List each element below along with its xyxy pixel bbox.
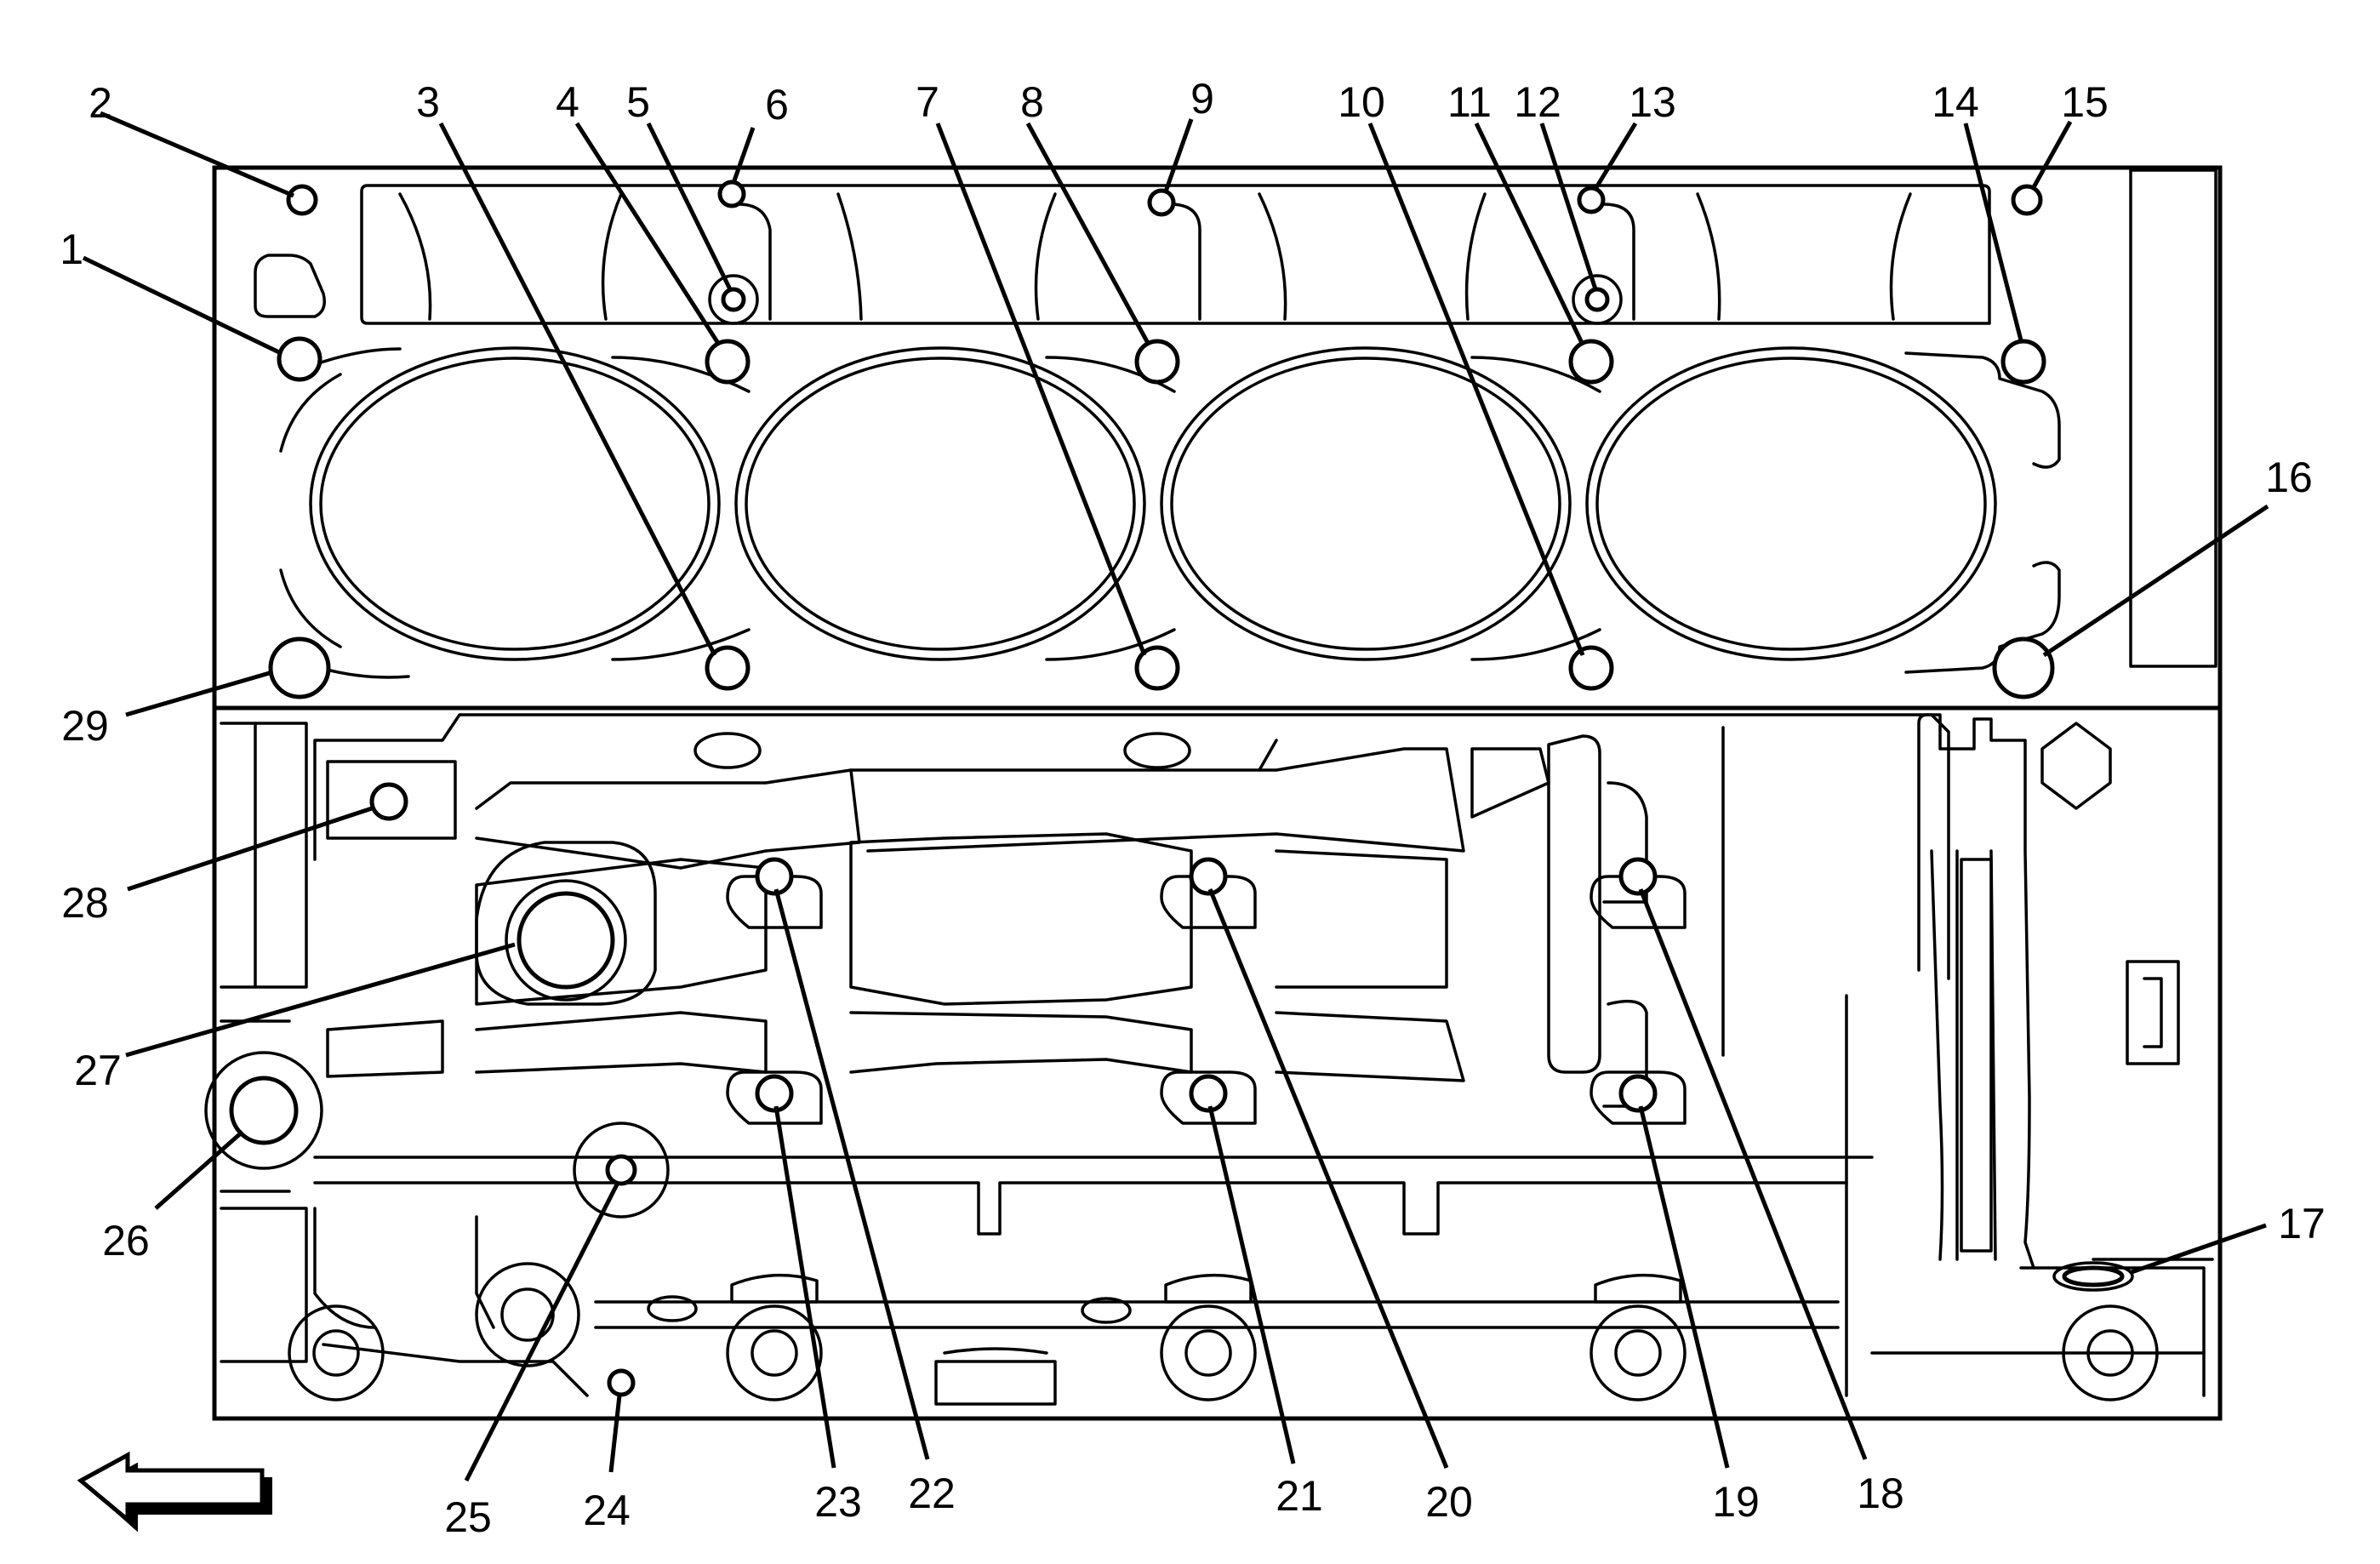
hole-14 <box>2000 339 2046 385</box>
hole-25-boss <box>573 1122 670 1219</box>
hole-16 <box>1992 636 2055 699</box>
hole-6 <box>717 180 746 208</box>
bottom-boss-4 <box>1160 1304 1257 1401</box>
callout-20: 20 <box>1425 1478 1473 1526</box>
hole-13 <box>1577 186 1606 214</box>
hole-5 <box>721 287 746 312</box>
cylinder-bores <box>279 346 2061 679</box>
bolt-holes <box>204 180 2159 1401</box>
callout-13: 13 <box>1629 78 1676 126</box>
callout-labels: 1 2 3 4 5 6 7 8 9 10 11 12 13 14 15 16 1… <box>60 75 2326 1541</box>
hole-7 <box>1134 645 1180 691</box>
callout-24: 24 <box>583 1487 631 1534</box>
hole-3 <box>705 645 751 691</box>
plug-27 <box>517 891 615 990</box>
callout-8: 8 <box>1020 78 1044 126</box>
plug-27-boss <box>475 841 657 1006</box>
callout-11: 11 <box>1447 78 1492 126</box>
callout-18: 18 <box>1857 1470 1904 1517</box>
hole-15 <box>2011 184 2043 216</box>
hole-25 <box>605 1154 637 1186</box>
callout-14: 14 <box>1932 78 1979 126</box>
hole-28 <box>369 782 408 821</box>
callout-19: 19 <box>1712 1478 1760 1526</box>
hole-23 <box>755 1074 794 1113</box>
bottom-boss-6 <box>2062 1304 2159 1401</box>
hole-1 <box>277 336 322 382</box>
callout-5: 5 <box>626 78 650 126</box>
hole-10 <box>1568 645 1614 691</box>
pickup-17 <box>2062 1265 2125 1287</box>
callout-21: 21 <box>1276 1472 1323 1520</box>
callout-10: 10 <box>1338 78 1385 126</box>
bottom-boss-5 <box>1590 1304 1687 1401</box>
pickup-17-outer <box>2052 1261 2134 1292</box>
hole-2 <box>286 184 318 216</box>
hole-26-boss <box>204 1051 323 1170</box>
plug-27-ring <box>505 879 627 1002</box>
hole-20 <box>1189 857 1228 896</box>
callout-28: 28 <box>61 879 109 927</box>
hole-29 <box>268 636 331 699</box>
bottom-boss-1 <box>288 1304 385 1401</box>
hole-5-boss <box>708 274 759 325</box>
hole-21 <box>1189 1074 1228 1113</box>
bottom-boss-3 <box>726 1304 823 1401</box>
hole-8 <box>1134 339 1180 385</box>
leader-lines <box>82 111 2269 1482</box>
oil-passage-left <box>693 732 762 769</box>
hole-22 <box>755 857 794 896</box>
callout-3: 3 <box>416 78 440 126</box>
callout-2: 2 <box>88 79 112 127</box>
callout-6: 6 <box>765 81 789 128</box>
callout-22: 22 <box>908 1470 956 1517</box>
left-arrow-icon <box>77 1451 272 1533</box>
block-outline <box>212 165 2223 1421</box>
hole-12 <box>1584 287 1610 312</box>
oil-passage-center <box>1123 732 1191 769</box>
callout-7: 7 <box>916 78 939 126</box>
callout-9: 9 <box>1190 75 1214 123</box>
hole-18 <box>1618 857 1658 896</box>
callout-25: 25 <box>444 1493 492 1541</box>
callout-1: 1 <box>60 225 83 273</box>
callout-23: 23 <box>814 1478 862 1526</box>
valley-area <box>254 184 1991 325</box>
hole-9 <box>1147 188 1176 217</box>
callout-4: 4 <box>556 78 579 126</box>
callout-15: 15 <box>2061 78 2109 126</box>
hole-19 <box>1618 1074 1658 1113</box>
callout-26: 26 <box>102 1217 150 1264</box>
hole-12-boss <box>1572 274 1623 325</box>
callout-27: 27 <box>74 1047 122 1094</box>
callout-17: 17 <box>2278 1200 2326 1247</box>
callout-12: 12 <box>1514 78 1561 126</box>
hole-26 <box>229 1076 299 1145</box>
bottom-boss-2 <box>475 1262 580 1367</box>
hole-4 <box>705 339 751 385</box>
callout-29: 29 <box>61 702 109 750</box>
callout-16: 16 <box>2265 454 2313 501</box>
hole-11 <box>1568 339 1614 385</box>
hole-24 <box>607 1368 636 1397</box>
